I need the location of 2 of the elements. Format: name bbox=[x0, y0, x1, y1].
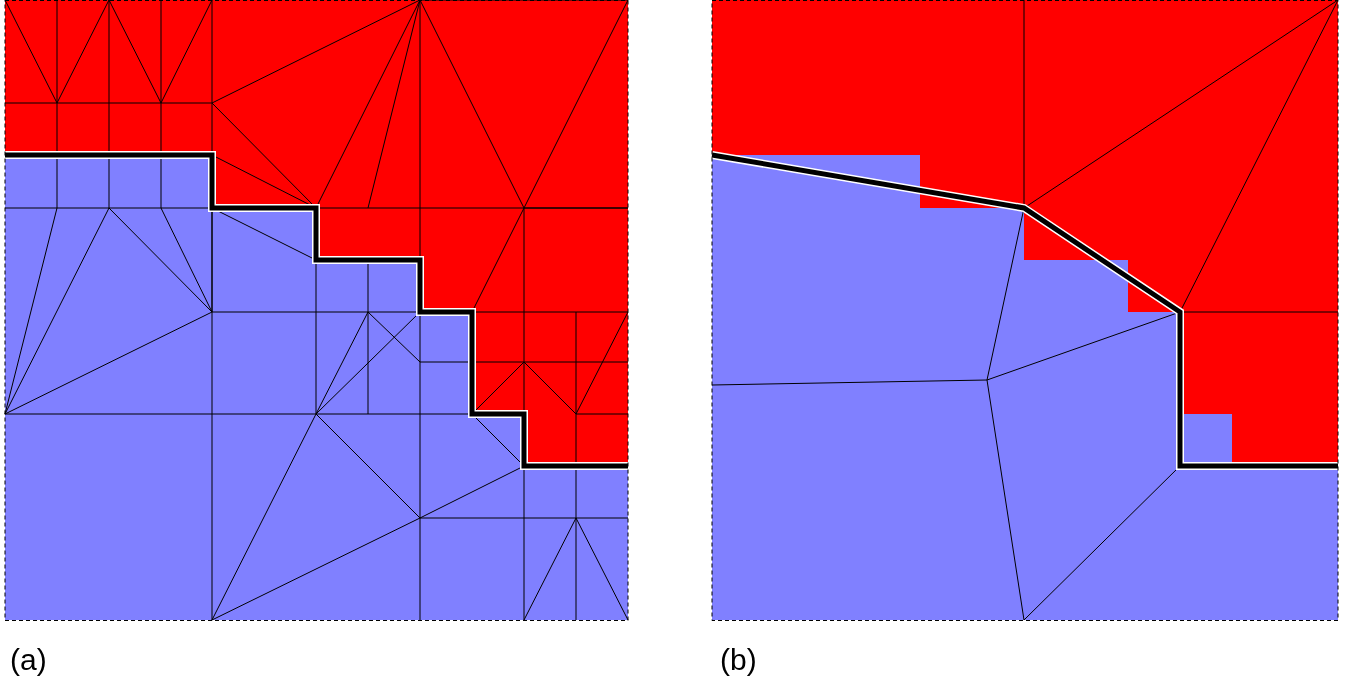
panel-label: (b) bbox=[720, 645, 757, 675]
panel-label: (a) bbox=[10, 645, 47, 675]
